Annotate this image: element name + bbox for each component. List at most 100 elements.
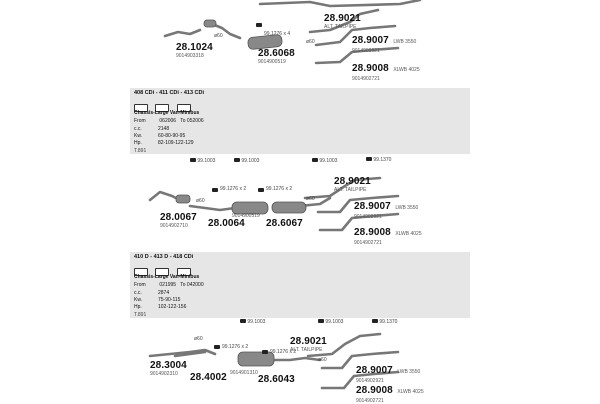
part-28-6068[interactable]: 28.6068 9014900519 xyxy=(258,48,295,65)
part-28-0067[interactable]: 28.0067 9014902710 xyxy=(160,212,197,229)
band-dates: From 021995 To 042000 xyxy=(134,282,204,288)
top-pipe-s1 xyxy=(258,0,422,8)
part-28-3004[interactable]: 28.3004 9014902310 xyxy=(150,360,187,377)
part-28-9021-s3[interactable]: 28.9021 ALT. TAILPIPE xyxy=(290,336,327,353)
band-note: T.891 xyxy=(134,312,147,318)
truck-icon xyxy=(176,268,191,276)
part-number: 28.9021 xyxy=(324,13,361,24)
part-sub: 9014902721 xyxy=(356,398,384,404)
tailpipe-alt-s1 xyxy=(308,8,380,34)
part-number: 28.0064 xyxy=(208,218,245,229)
part-number: 28.6043 xyxy=(258,374,295,385)
flex-pipe-s3 xyxy=(173,350,207,358)
part-sub: ALT. TAILPIPE xyxy=(324,24,357,30)
part-sub: 9014900519 xyxy=(232,213,260,219)
intermediate-pipe-s2 xyxy=(188,204,237,212)
clamp-label: 99.1276 x 2 xyxy=(270,349,297,355)
clamp-label: 99.1276 x 4 xyxy=(264,31,291,37)
vehicle-info-band-2: 410 D - 413 D - 418 CDi Chassis-Large Va… xyxy=(130,252,470,318)
part-28-9021-s1[interactable]: 28.9021 ALT. TAILPIPE xyxy=(324,13,361,30)
part-28-4002[interactable]: 28.4002 xyxy=(190,372,227,383)
part-28-9008-s2[interactable]: 28.9008 XLWB 4025 9014902721 xyxy=(354,222,422,246)
band-dates: From 062006 To 052006 xyxy=(134,118,204,124)
diameter-label: ø60 xyxy=(214,33,223,39)
part-number: 28.6067 xyxy=(266,218,303,229)
band-title: 408 CDi - 411 CDi - 413 CDi xyxy=(134,90,205,96)
cat-converter-s2 xyxy=(231,201,269,215)
tailpipe-lwb-s1 xyxy=(314,24,397,47)
part-number: 28.9007 xyxy=(354,201,391,212)
part-28-6067[interactable]: 28.6067 xyxy=(266,218,303,229)
part-number: 28.9008 xyxy=(356,385,393,396)
spec-row: c.c.2874 xyxy=(134,290,170,296)
part-28-6043[interactable]: 28.6043 xyxy=(258,374,295,385)
silencer-s3 xyxy=(237,351,275,367)
clamp-label: 99.1276 x 2 xyxy=(220,186,247,192)
part-number: 28.6068 xyxy=(258,48,295,59)
vehicle-icons xyxy=(134,99,194,117)
diameter-label: ø60 xyxy=(196,198,205,204)
part-sub: 9014902721 xyxy=(352,76,380,82)
part-number: 28.9008 xyxy=(352,63,389,74)
diameter-label: ø60 xyxy=(318,357,327,363)
part-number: 28.9007 xyxy=(356,365,393,376)
band-specs: c.c.2148 Kw.60-80-90-95 Hp.82-109-122-12… xyxy=(134,126,194,147)
diameter-label: ø60 xyxy=(306,196,315,202)
tailpipe-xlwb-s3 xyxy=(320,370,400,390)
part-number: 28.9008 xyxy=(354,227,391,238)
clamp-ref-3: 99.1370 xyxy=(372,319,397,325)
part-28-9021-s2[interactable]: 28.9021 ALT. TAILPIPE xyxy=(334,176,371,193)
part-28-9007-s3[interactable]: 28.9007 LWB 3550 9014902921 xyxy=(356,360,420,384)
part-tag: XLWB 4025 xyxy=(393,67,420,73)
part-sub: 9014902921 xyxy=(356,378,384,384)
van-icon xyxy=(134,104,148,112)
vehicle-icons xyxy=(134,263,194,281)
part-tag: XLWB 4025 xyxy=(395,231,422,237)
part-number: 28.9021 xyxy=(334,176,371,187)
part-sub: 9014903318 xyxy=(176,53,204,59)
clamp-ref-2: 99.1003 xyxy=(234,158,259,164)
clamp-ref-3: 99.1003 xyxy=(312,158,337,164)
part-number: 28.9007 xyxy=(352,35,389,46)
part-28-1024[interactable]: 28.1024 9014903318 xyxy=(176,42,213,59)
front-pipe-s2 xyxy=(148,190,182,202)
pipe-after-cat-s2 xyxy=(298,196,332,208)
bus-icon xyxy=(155,104,170,112)
part-sub: 9014902921 xyxy=(354,214,382,220)
tailpipe-lwb-s3 xyxy=(320,350,400,370)
intermediate-pipe-s1 xyxy=(210,22,242,40)
clamp-ref-4: 99.1370 xyxy=(366,157,391,163)
spec-row: Kw.60-80-90-95 xyxy=(134,133,186,139)
clamp-ref-1: 99.1003 xyxy=(190,158,215,164)
part-28-0064[interactable]: 28.0064 xyxy=(208,218,245,229)
date-to: 042000 xyxy=(186,282,204,288)
part-28-9008-s3[interactable]: 28.9008 XLWB 4025 9014902721 xyxy=(356,380,424,404)
part-28-9007-s2[interactable]: 28.9007 LWB 3550 9014902921 xyxy=(354,196,418,220)
part-number: 28.4002 xyxy=(190,372,227,383)
part-28-9007-s1[interactable]: 28.9007 LWB 3550 9014902921 xyxy=(352,30,416,54)
part-number: 28.0067 xyxy=(160,212,197,223)
part-tag: XLWB 4025 xyxy=(397,389,424,395)
part-sub: 9014902721 xyxy=(354,240,382,246)
date-to: 052006 xyxy=(186,118,204,124)
part-tag: LWB 3550 xyxy=(397,369,421,375)
pipe-after-silencer-s3 xyxy=(270,356,322,362)
front-pipe-s3 xyxy=(148,348,217,358)
part-sub: 9014902710 xyxy=(160,223,188,229)
spec-row: Kw.75-90-115 xyxy=(134,297,181,303)
silencer-s1 xyxy=(247,34,283,50)
part-sub: 9014902921 xyxy=(352,48,380,54)
clamp-label: 99.1276 x 2 xyxy=(266,186,293,192)
bus-icon xyxy=(155,268,170,276)
front-cat-s1 xyxy=(203,19,217,28)
part-sub: 9014900519 xyxy=(258,59,286,65)
part-28-9008-s1[interactable]: 28.9008 XLWB 4025 9014902721 xyxy=(352,58,420,82)
part-sub: ALT. TAILPIPE xyxy=(334,187,367,193)
date-from: 062006 xyxy=(159,118,177,124)
part-sub: 9014901310 xyxy=(230,370,258,376)
diameter-label: ø60 xyxy=(194,336,203,342)
part-sub: 9014902310 xyxy=(150,371,178,377)
tailpipe-lwb-s2 xyxy=(316,194,400,214)
band-note: T.891 xyxy=(134,148,147,154)
band-specs: c.c.2874 Kw.75-90-115 Hp.102-122-156 xyxy=(134,290,186,311)
